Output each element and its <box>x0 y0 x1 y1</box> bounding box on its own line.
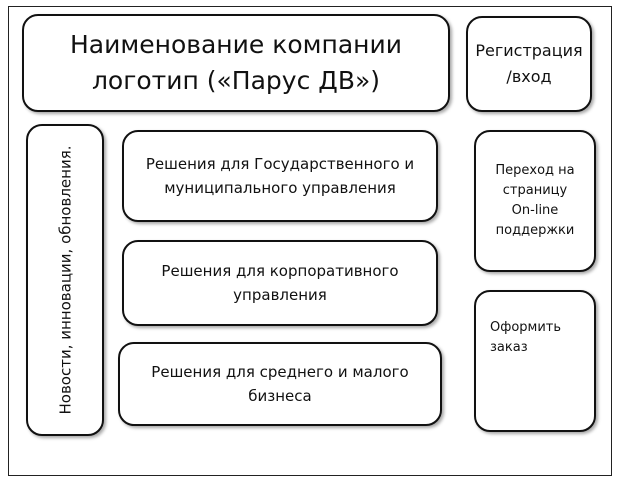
corporate-solutions-label: Решения для корпоративного управления <box>161 262 399 304</box>
small-business-solutions-label: Решения для среднего и малого бизнеса <box>151 363 409 405</box>
government-solutions-label: Решения для Государственного и муниципал… <box>145 155 415 197</box>
news-block[interactable]: Новости, инновации, обновления. <box>26 124 104 436</box>
registration-login-label: Регистрация /вход <box>475 41 583 86</box>
small-business-solutions-block[interactable]: Решения для среднего и малого бизнеса <box>118 342 442 426</box>
news-label: Новости, инновации, обновления. <box>56 145 75 415</box>
online-support-label: Переход на страницу On-line поддержки <box>495 163 575 238</box>
place-order-block[interactable]: Оформить заказ <box>474 290 596 432</box>
corporate-solutions-block[interactable]: Решения для корпоративного управления <box>122 240 438 326</box>
logo-text: логотип («Парус ДВ») <box>91 66 381 95</box>
company-header-block: Наименование компании логотип («Парус ДВ… <box>22 14 450 112</box>
government-solutions-block[interactable]: Решения для Государственного и муниципал… <box>122 130 438 222</box>
online-support-block[interactable]: Переход на страницу On-line поддержки <box>474 130 596 272</box>
registration-login-block[interactable]: Регистрация /вход <box>466 16 592 112</box>
place-order-label: Оформить заказ <box>490 320 562 355</box>
page-frame <box>8 6 612 476</box>
company-name-text: Наименование компании <box>70 30 402 59</box>
